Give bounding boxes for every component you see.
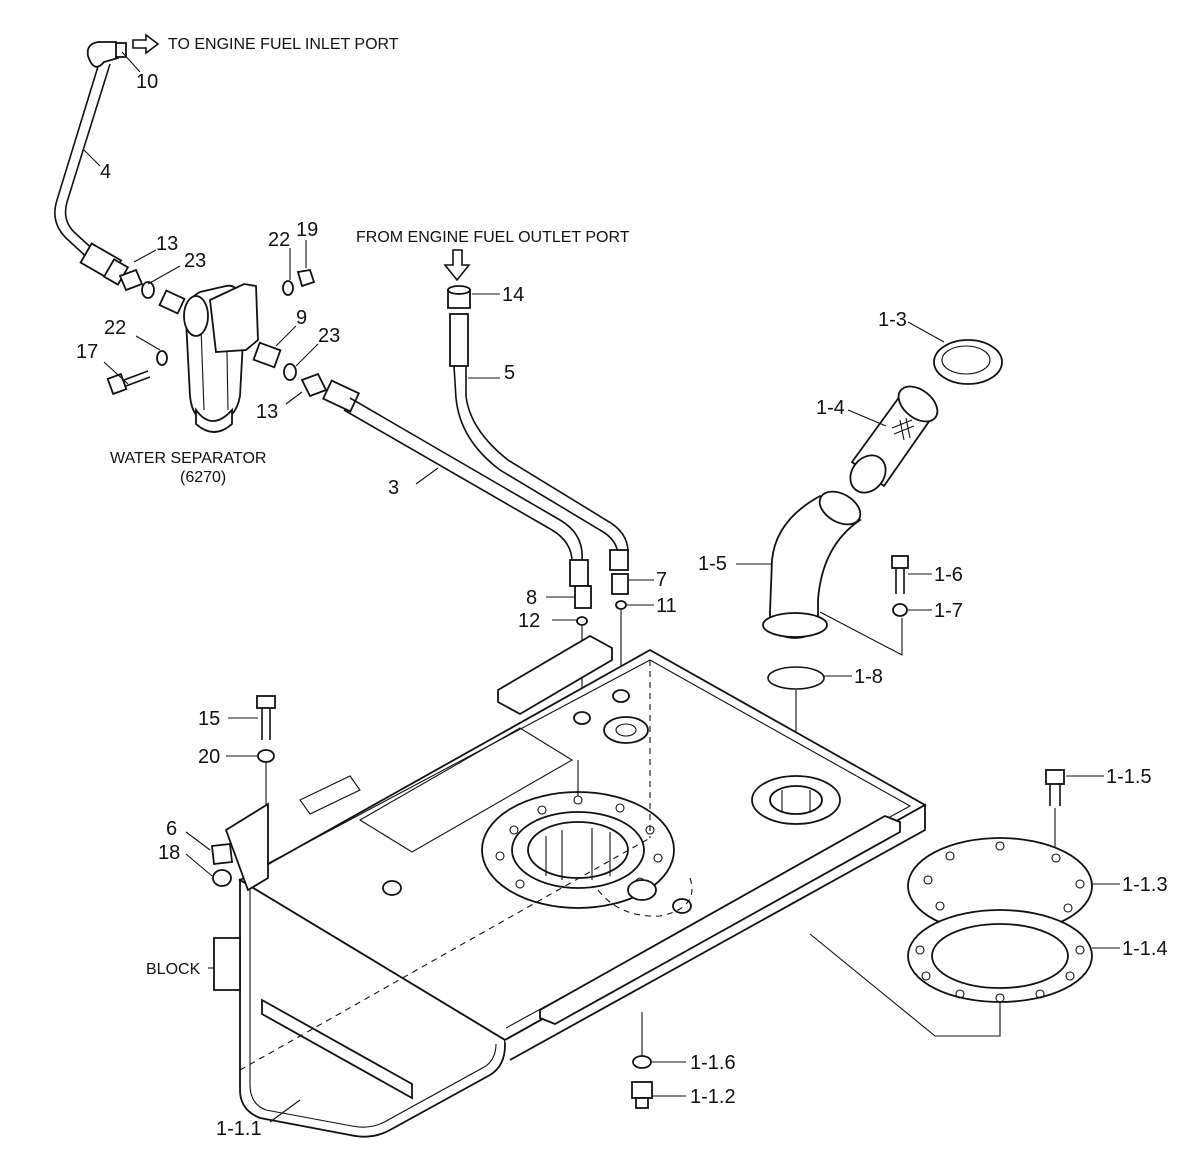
adapter-fitting-upper bbox=[158, 289, 186, 315]
water-separator-code: (6270) bbox=[180, 469, 226, 486]
callout-14: 14 bbox=[502, 284, 524, 306]
callout-1-1-4: 1-1.4 bbox=[1122, 938, 1168, 960]
callout-13-lower: 13 bbox=[256, 401, 278, 423]
to-engine-arrow bbox=[132, 33, 160, 55]
callout-8: 8 bbox=[526, 587, 537, 609]
cover-plate-1-1-3 bbox=[907, 837, 1093, 935]
callout-1-4: 1-4 bbox=[816, 397, 845, 419]
from-engine-arrow bbox=[443, 249, 471, 282]
gasket-1-1-4 bbox=[907, 909, 1093, 1003]
callout-3: 3 bbox=[388, 477, 399, 499]
callout-1-6: 1-6 bbox=[934, 564, 963, 586]
callout-1-1-5: 1-1.5 bbox=[1106, 766, 1152, 788]
callout-20: 20 bbox=[198, 746, 220, 768]
pipe-5 bbox=[449, 313, 629, 571]
elbow-fitting-10 bbox=[86, 41, 127, 68]
fuel-tank-1-1-1 bbox=[213, 634, 927, 1138]
leader-lines bbox=[83, 51, 1120, 1123]
bolt-1-6 bbox=[891, 555, 909, 594]
strainer-1-4 bbox=[849, 385, 939, 494]
callout-23-upper: 23 bbox=[184, 250, 206, 272]
callout-13-upper: 13 bbox=[156, 233, 178, 255]
filler-neck-1-5 bbox=[762, 490, 862, 639]
callout-1-3: 1-3 bbox=[878, 309, 907, 331]
o-ring-1-1-6 bbox=[632, 1055, 652, 1069]
note-from-engine: FROM ENGINE FUEL OUTLET PORT bbox=[356, 229, 630, 246]
callout-1-8: 1-8 bbox=[854, 666, 883, 688]
adapter-fitting-9 bbox=[252, 341, 282, 369]
callout-19: 19 bbox=[296, 219, 318, 241]
gasket-1-8 bbox=[767, 666, 825, 690]
callout-5: 5 bbox=[504, 362, 515, 384]
fitting-13-upper bbox=[118, 268, 144, 292]
callout-1-7: 1-7 bbox=[934, 600, 963, 622]
adapter-8 bbox=[574, 585, 592, 609]
callout-1-1-1: 1-1.1 bbox=[216, 1118, 262, 1140]
callout-6: 6 bbox=[166, 818, 177, 840]
callout-22-lower: 22 bbox=[104, 317, 126, 339]
callout-23-lower: 23 bbox=[318, 325, 340, 347]
washer-23-lower bbox=[283, 363, 297, 381]
callout-12: 12 bbox=[518, 610, 540, 632]
cap-14 bbox=[447, 285, 471, 309]
callout-9: 9 bbox=[296, 307, 307, 329]
callout-4: 4 bbox=[100, 161, 111, 183]
note-to-engine: TO ENGINE FUEL INLET PORT bbox=[168, 36, 399, 53]
adapter-7 bbox=[611, 573, 629, 595]
callout-1-5: 1-5 bbox=[698, 553, 727, 575]
callout-15: 15 bbox=[198, 708, 220, 730]
washer-1-7 bbox=[892, 603, 908, 617]
o-ring-12 bbox=[576, 616, 588, 626]
callout-22-upper: 22 bbox=[268, 229, 290, 251]
nut-18 bbox=[212, 869, 232, 887]
bolt-17 bbox=[106, 370, 151, 396]
o-ring-11 bbox=[615, 600, 627, 610]
water-separator-label: WATER SEPARATOR bbox=[110, 450, 266, 467]
pipe-3 bbox=[321, 379, 589, 587]
washer-22-lower bbox=[156, 350, 168, 366]
block-label: BLOCK bbox=[146, 961, 201, 978]
washer-23-upper bbox=[141, 281, 155, 299]
bolt-15 bbox=[256, 695, 276, 740]
callout-7: 7 bbox=[656, 569, 667, 591]
cap-1-3 bbox=[933, 339, 1003, 385]
callout-10: 10 bbox=[136, 71, 158, 93]
callout-1-1-3: 1-1.3 bbox=[1122, 874, 1168, 896]
water-separator bbox=[183, 283, 259, 433]
callout-1-1-6: 1-1.6 bbox=[690, 1052, 736, 1074]
washer-20 bbox=[257, 749, 275, 763]
callout-18: 18 bbox=[158, 842, 180, 864]
washer-22-upper bbox=[282, 280, 294, 296]
pipe-4 bbox=[54, 59, 130, 286]
drain-plug-1-1-2 bbox=[631, 1081, 653, 1109]
bolt-1-1-5 bbox=[1045, 769, 1065, 806]
fitting-13-lower bbox=[300, 372, 328, 398]
callout-1-1-2: 1-1.2 bbox=[690, 1086, 736, 1108]
mount-6 bbox=[211, 843, 233, 865]
callout-17: 17 bbox=[76, 341, 98, 363]
nut-19 bbox=[296, 268, 316, 288]
callout-11: 11 bbox=[656, 595, 677, 617]
